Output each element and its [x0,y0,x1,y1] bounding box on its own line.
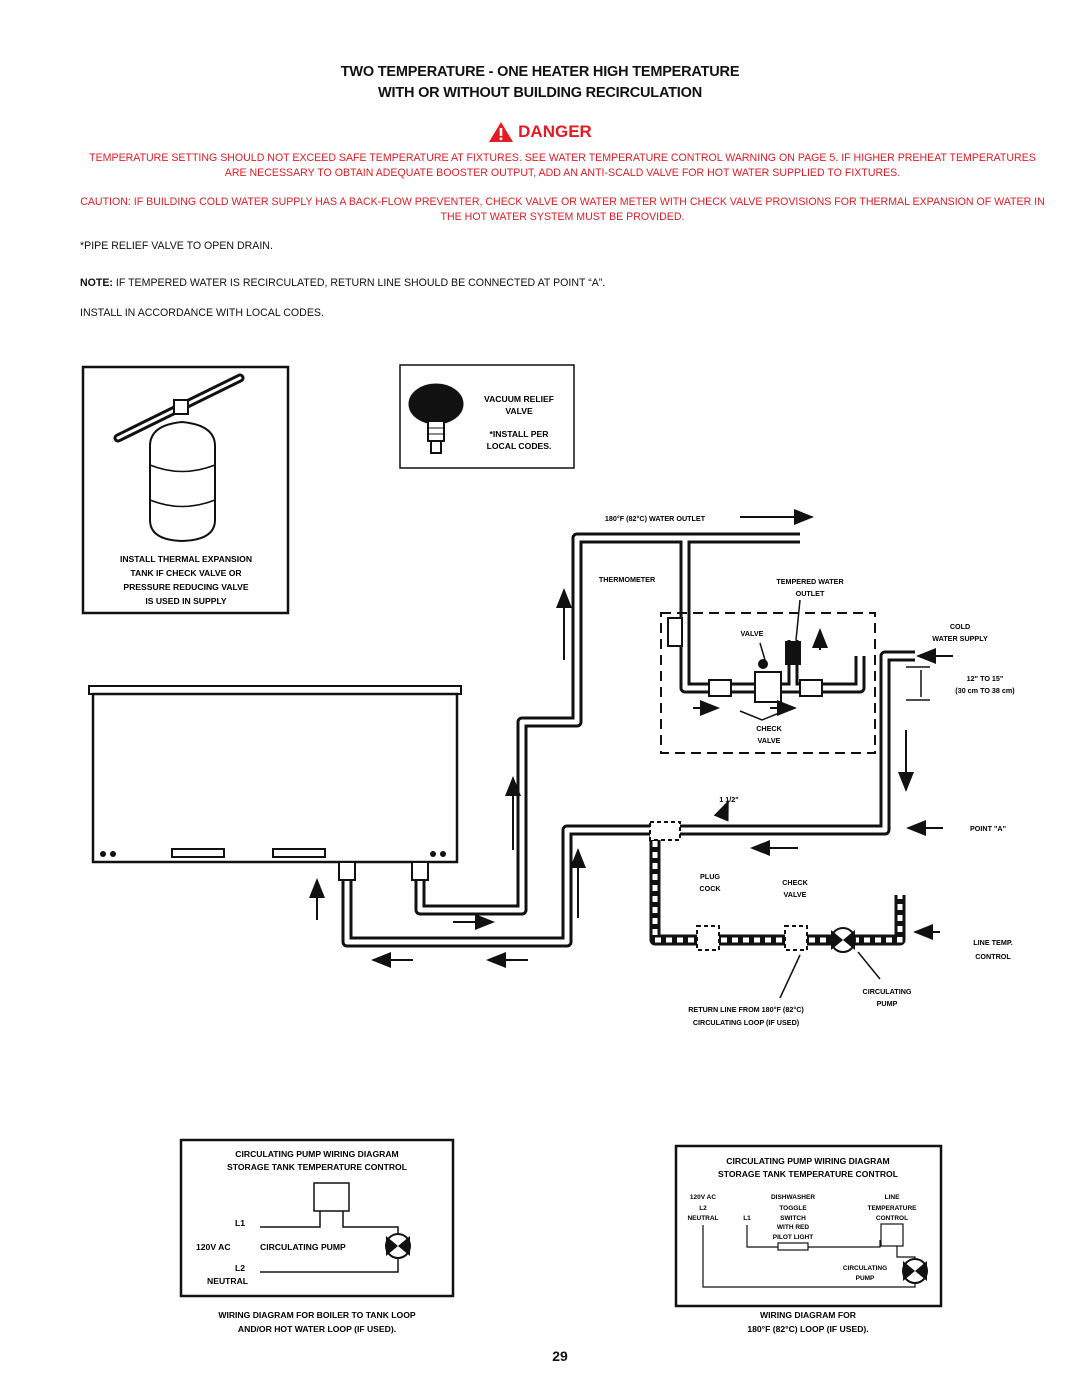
danger-text: TEMPERATURE SETTING SHOULD NOT EXCEED SA… [89,152,1036,179]
wiring-right-control-box [880,1223,904,1247]
vacuum-l1: VACUUM RELIEF [484,394,554,404]
circulating-pump-label-2: PUMP [877,999,898,1008]
point-a-label: POINT "A" [970,824,1006,833]
note-label: NOTE: [80,277,113,289]
vacuum-l2: VALVE [505,406,533,416]
return-loop-valves [649,821,808,951]
wiring-right-switch [777,1242,809,1251]
return-line-label-1: RETURN LINE FROM 180°F (82°C) [688,1005,804,1014]
wiring-right-l1: L1 [743,1215,751,1222]
dimension-marker [906,666,930,701]
danger-header: DANGER [0,120,1080,144]
note-text: IF TEMPERED WATER IS RECIRCULATED, RETUR… [115,277,606,289]
wiring-left-l1: L1 [235,1218,245,1228]
wiring-right-line-1: LINE [885,1194,900,1201]
install-note: INSTALL IN ACCORDANCE WITH LOCAL CODES. [80,307,324,319]
cold-supply-label-1: COLD [950,622,970,631]
wiring-left-neutral: NEUTRAL [207,1276,248,1286]
plug-cock-label-1: PLUG [700,872,720,881]
wiring-right-title-2: STORAGE TANK TEMPERATURE CONTROL [718,1169,898,1179]
wiring-left-l2: L2 [235,1263,245,1273]
recirc-note: NOTE: IF TEMPERED WATER IS RECIRCULATED,… [80,277,1040,289]
expansion-l2: TANK IF CHECK VALVE OR [130,568,242,578]
plug-cock-label-2: COCK [699,884,721,893]
distance-label-2: (30 cm TO 38 cm) [955,686,1015,695]
return-check-label-2: VALVE [784,890,807,899]
warning-triangle-icon [489,122,514,142]
distance-label-1: 12" TO 15" [967,674,1004,683]
wiring-left-control-box [313,1182,350,1212]
check-valve-label-1: CHECK [756,724,782,733]
cold-supply-label-2: WATER SUPPLY [932,634,988,643]
circulating-pump-icon [830,927,856,953]
wiring-left-box [179,1138,455,1298]
mixing-valve-assembly [667,617,823,703]
return-check-label-1: CHECK [782,878,808,887]
check-valve-label-2: VALVE [758,736,781,745]
circulating-pump-label-1: CIRCULATING [863,987,912,996]
wiring-right-dish-3: SWITCH [780,1215,806,1222]
return-line-label-2: CIRCULATING LOOP (IF USED) [693,1018,800,1027]
wiring-right-circ-2: PUMP [856,1275,875,1282]
wiring-right-caption-1: WIRING DIAGRAM FOR [760,1310,857,1320]
tank-fittings [338,861,429,881]
wiring-right-caption-2: 180°F (82°C) LOOP (IF USED). [747,1324,868,1334]
tempered-outlet-label-1: TEMPERED WATER [776,577,844,586]
wiring-left-title-1: CIRCULATING PUMP WIRING DIAGRAM [235,1149,398,1159]
wiring-left-caption-1: WIRING DIAGRAM FOR BOILER TO TANK LOOP [218,1310,416,1320]
wiring-right-wires [702,1225,916,1288]
wiring-right-l2: L2 [699,1205,707,1212]
wiring-left-wires [260,1211,399,1273]
wiring-left-pump-label: CIRCULATING PUMP [260,1242,346,1252]
vacuum-relief-valve-icon [408,383,464,454]
wiring-right-dish-1: DISHWASHER [771,1194,815,1201]
wiring-left-pump-icon [385,1233,411,1259]
thermometer-label: THERMOMETER [599,575,656,584]
page-title-line2: WITH OR WITHOUT BUILDING RECIRCULATION [378,85,702,101]
tempered-outlet-label-2: OUTLET [796,589,825,598]
wiring-right-title-1: CIRCULATING PUMP WIRING DIAGRAM [726,1156,889,1166]
water-outlet-label: 180°F (82°C) WATER OUTLET [605,514,706,523]
heater-tank [88,685,462,864]
caution-text: CAUTION: IF BUILDING COLD WATER SUPPLY H… [80,196,1045,223]
wiring-left-caption-2: AND/OR HOT WATER LOOP (IF USED). [238,1324,396,1334]
valve-label: VALVE [741,629,764,638]
danger-label: DANGER [518,122,592,141]
wiring-left-120v: 120V AC [196,1242,231,1252]
wiring-right-120v: 120V AC [690,1194,716,1201]
wiring-right-box [674,1144,943,1308]
relief-note: *PIPE RELIEF VALVE TO OPEN DRAIN. [80,240,273,252]
wiring-left-title-2: STORAGE TANK TEMPERATURE CONTROL [227,1162,407,1172]
wiring-right-dish-2: TOGGLE [779,1205,807,1212]
wiring-right-line-3: CONTROL [876,1215,908,1222]
line-temp-label-1: LINE TEMP. [973,938,1012,947]
line-temp-label-2: CONTROL [975,952,1011,961]
leader-lines [759,599,881,999]
wiring-right-line-2: TEMPERATURE [868,1205,918,1212]
expansion-l3: PRESSURE REDUCING VALVE [123,582,249,592]
vacuum-l3: *INSTALL PER [490,429,550,439]
pipe-size-label: 1 1/2" [719,795,738,804]
wiring-right-dish-4: WITH RED [777,1224,809,1231]
wiring-right-dish-5: PILOT LIGHT [773,1234,813,1241]
flow-arrows [309,509,953,968]
wiring-right-circ-1: CIRCULATING [843,1265,887,1272]
vacuum-l4: LOCAL CODES. [487,441,552,451]
expansion-l1: INSTALL THERMAL EXPANSION [120,554,252,564]
page-title-line1: TWO TEMPERATURE - ONE HEATER HIGH TEMPER… [340,64,740,80]
expansion-tank-icon [113,373,245,543]
wiring-right-neutral: NEUTRAL [687,1215,718,1222]
expansion-l4: IS USED IN SUPPLY [145,596,227,606]
page-number: 29 [552,1348,568,1364]
wiring-right-pump-icon [902,1258,928,1284]
